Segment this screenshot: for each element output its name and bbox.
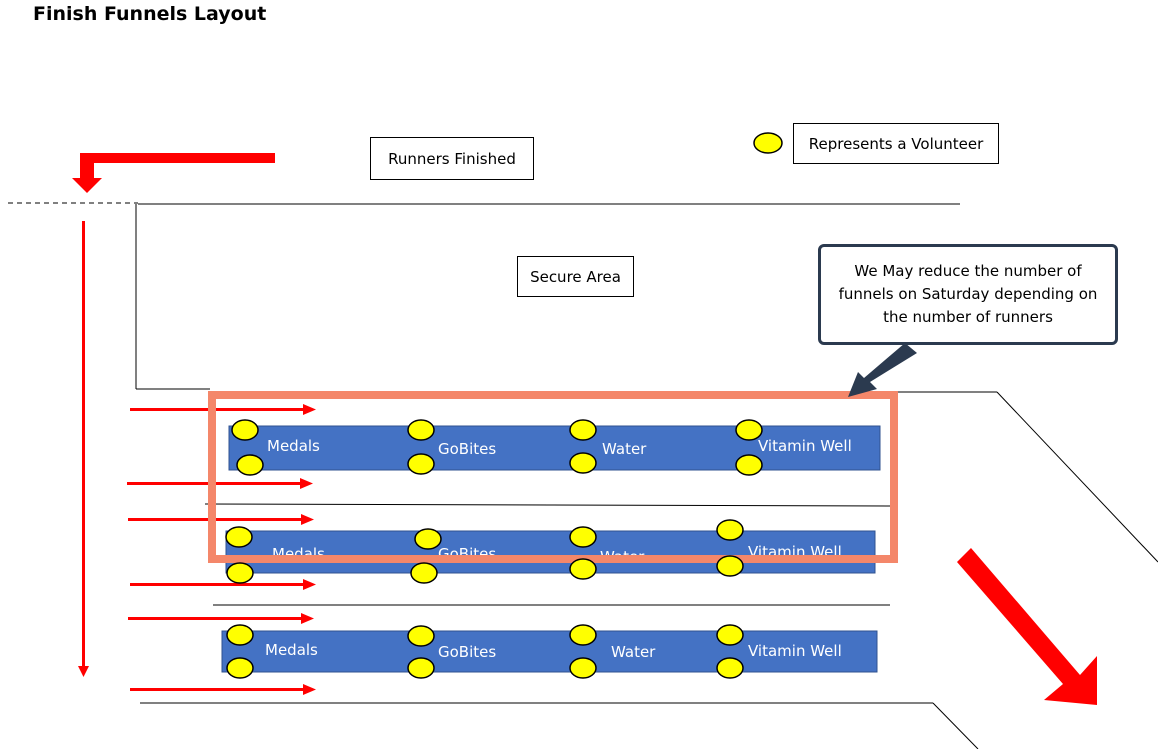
volunteer [407, 657, 435, 679]
volunteer [716, 519, 744, 541]
secure-area-label: Secure Area [517, 256, 634, 297]
funnel-3-label-gobites: GoBites [438, 643, 496, 661]
volunteer [407, 419, 435, 441]
funnel-3 [221, 630, 878, 673]
volunteer [569, 624, 597, 646]
volunteer-legend-label: Represents a Volunteer [793, 123, 999, 164]
lane-divider-1 [204, 503, 894, 507]
volunteer [569, 419, 597, 441]
funnel-3-label-water: Water [611, 643, 656, 661]
legend-volunteer-icon [753, 132, 783, 154]
funnel-3-label-medals: Medals [265, 641, 318, 659]
bottom-diagonal [932, 702, 979, 749]
top-left-turn-arrow [72, 153, 275, 193]
callout-pointer [848, 343, 917, 397]
down-arrow-head [78, 666, 89, 677]
volunteer [569, 657, 597, 679]
funnel-1-label-medals: Medals [267, 437, 320, 455]
volunteer [569, 558, 597, 580]
funnel-1-label-gobites: GoBites [438, 440, 496, 458]
highlight-box [208, 391, 898, 563]
volunteer [407, 625, 435, 647]
flow-arrows [72, 153, 1097, 705]
funnel-2 [225, 530, 876, 574]
funnel-1-label-water: Water [602, 440, 647, 458]
volunteer [226, 657, 254, 679]
boundary-lines [8, 202, 1158, 749]
volunteer [226, 562, 254, 584]
runners-finished-label: Runners Finished [370, 137, 534, 180]
volunteer [225, 526, 253, 548]
right-diagonal-top [996, 391, 1158, 563]
volunteer [231, 419, 259, 441]
funnel-1 [228, 425, 881, 471]
volunteer [716, 555, 744, 577]
volunteer [569, 526, 597, 548]
volunteer [236, 454, 264, 476]
volunteer [410, 562, 438, 584]
funnel-1-label-vitamin-well: Vitamin Well [758, 437, 852, 455]
funnels [221, 425, 881, 673]
big-exit-arrow [957, 548, 1097, 705]
down-arrow-shaft [82, 221, 85, 669]
page-title: Finish Funnels Layout [33, 3, 267, 25]
volunteer [735, 419, 763, 441]
volunteer [407, 453, 435, 475]
volunteer [716, 657, 744, 679]
volunteer [226, 624, 254, 646]
volunteer [735, 454, 763, 476]
volunteer [716, 624, 744, 646]
volunteer [414, 528, 442, 550]
funnel-3-label-vitamin-well: Vitamin Well [748, 642, 842, 660]
volunteer [569, 452, 597, 474]
callout-note: We May reduce the number of funnels on S… [818, 244, 1118, 345]
volunteers [225, 132, 783, 679]
